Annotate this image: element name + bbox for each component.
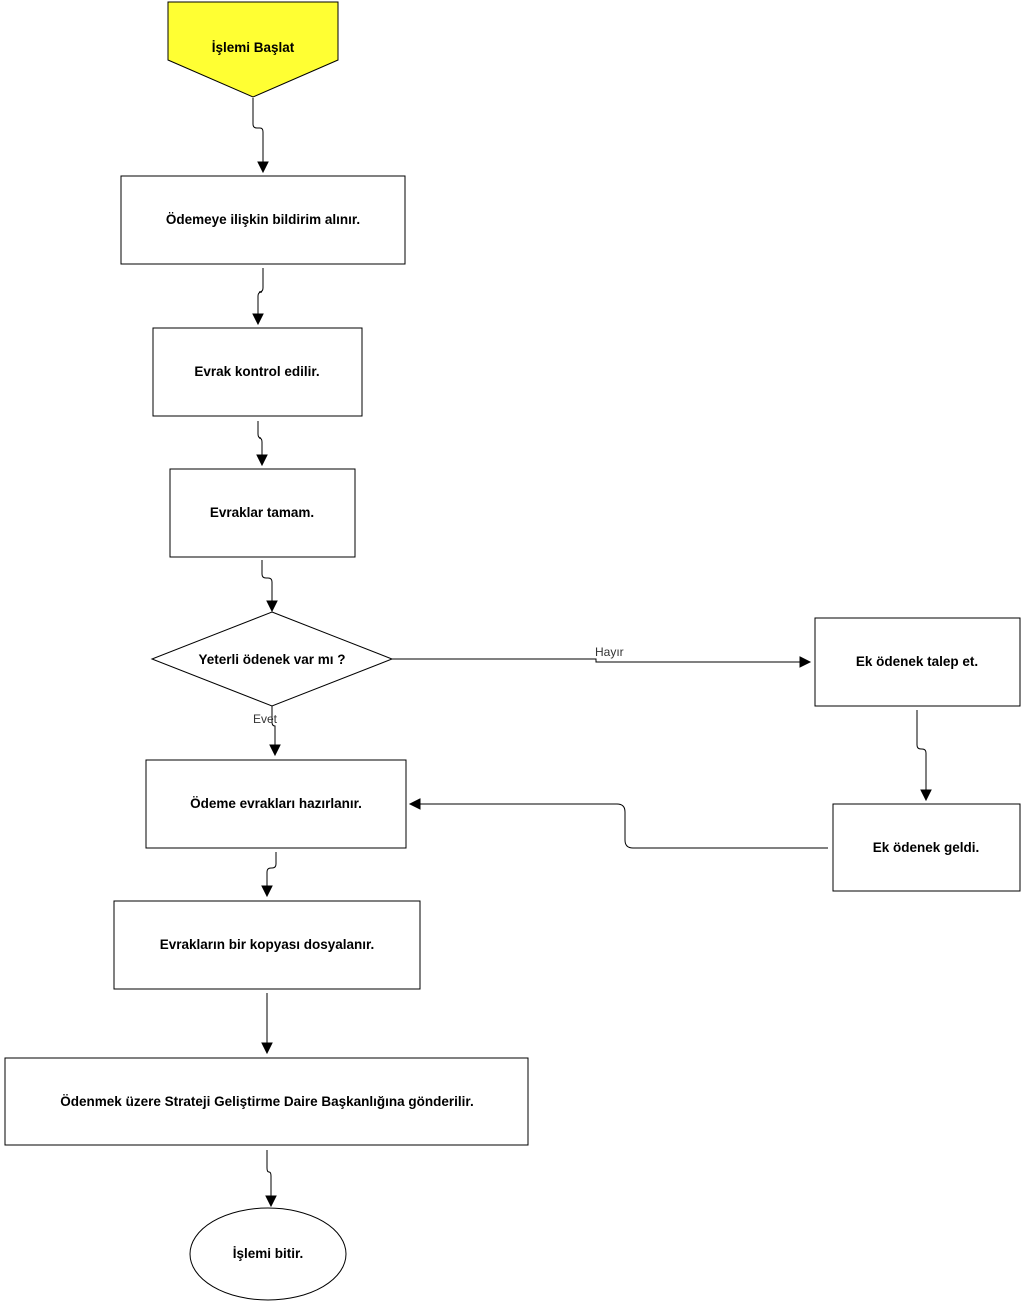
- node-prepare-docs[interactable]: Ödeme evrakları hazırlanır.: [145, 759, 407, 849]
- extra-arrived-label: Ek ödenek geldi.: [873, 840, 980, 855]
- node-file-copy[interactable]: Evrakların bir kopyası dosyalanır.: [113, 900, 421, 990]
- arrowhead: [257, 161, 269, 174]
- edge-complete-to-decision: [261, 560, 273, 601]
- edge-notification-to-check: [257, 268, 264, 314]
- node-decision[interactable]: Yeterli ödenek var mı ?: [150, 611, 394, 707]
- arrowhead: [261, 1042, 273, 1055]
- send-label: Ödenmek üzere Strateji Geliştirme Daire …: [60, 1094, 473, 1109]
- edge-start-to-notification: [252, 98, 264, 162]
- docs-complete-box: [169, 468, 356, 558]
- end-label: İşlemi bitir.: [233, 1246, 304, 1261]
- node-notification[interactable]: Ödemeye ilişkin bildirim alınır.: [120, 175, 406, 265]
- arrowhead: [799, 656, 812, 668]
- edge-send-to-end: [266, 1150, 272, 1196]
- extra-request-box: [814, 617, 1021, 707]
- node-extra-request[interactable]: Ek ödenek talep et.: [814, 617, 1021, 707]
- start-shape: [167, 1, 339, 98]
- arrowhead: [408, 798, 421, 810]
- extra-request-label: Ek ödenek talep et.: [856, 654, 978, 669]
- edge-arrived-to-prepare: [420, 803, 828, 849]
- arrowhead: [265, 1195, 277, 1208]
- prepare-docs-box: [145, 759, 407, 849]
- docs-complete-label: Evraklar tamam.: [210, 505, 314, 520]
- start-label: İşlemi Başlat: [212, 40, 295, 55]
- node-check-docs[interactable]: Evrak kontrol edilir.: [152, 327, 363, 417]
- edges: [252, 98, 932, 1208]
- edge-decision-no: [392, 658, 800, 663]
- end-ellipse: [189, 1207, 347, 1301]
- edge-decision-yes: [271, 706, 276, 745]
- arrowhead: [266, 600, 278, 613]
- decision-diamond: [150, 611, 394, 707]
- check-docs-label: Evrak kontrol edilir.: [194, 364, 319, 379]
- node-docs-complete[interactable]: Evraklar tamam.: [169, 468, 356, 558]
- arrowhead: [261, 885, 273, 898]
- file-copy-label: Evrakların bir kopyası dosyalanır.: [160, 937, 375, 952]
- node-start[interactable]: İşlemi Başlat: [167, 1, 339, 98]
- arrowhead: [256, 454, 268, 467]
- edge-label-no: Hayır: [595, 645, 624, 659]
- arrowhead: [269, 744, 281, 757]
- check-docs-box: [152, 327, 363, 417]
- file-copy-box: [113, 900, 421, 990]
- notification-box: [120, 175, 406, 265]
- prepare-docs-label: Ödeme evrakları hazırlanır.: [190, 796, 362, 811]
- node-send[interactable]: Ödenmek üzere Strateji Geliştirme Daire …: [4, 1057, 529, 1146]
- decision-label: Yeterli ödenek var mı ?: [198, 652, 345, 667]
- node-end[interactable]: İşlemi bitir.: [189, 1207, 347, 1301]
- edge-check-to-complete: [257, 421, 263, 455]
- node-extra-arrived[interactable]: Ek ödenek geldi.: [832, 803, 1021, 892]
- edge-request-to-arrived: [916, 710, 927, 790]
- edge-prepare-to-file: [266, 852, 277, 886]
- notification-label: Ödemeye ilişkin bildirim alınır.: [166, 212, 360, 227]
- arrowhead: [920, 789, 932, 802]
- edge-label-yes: Evet: [253, 712, 278, 726]
- send-box: [4, 1057, 529, 1146]
- extra-arrived-box: [832, 803, 1021, 892]
- arrowhead: [252, 313, 264, 326]
